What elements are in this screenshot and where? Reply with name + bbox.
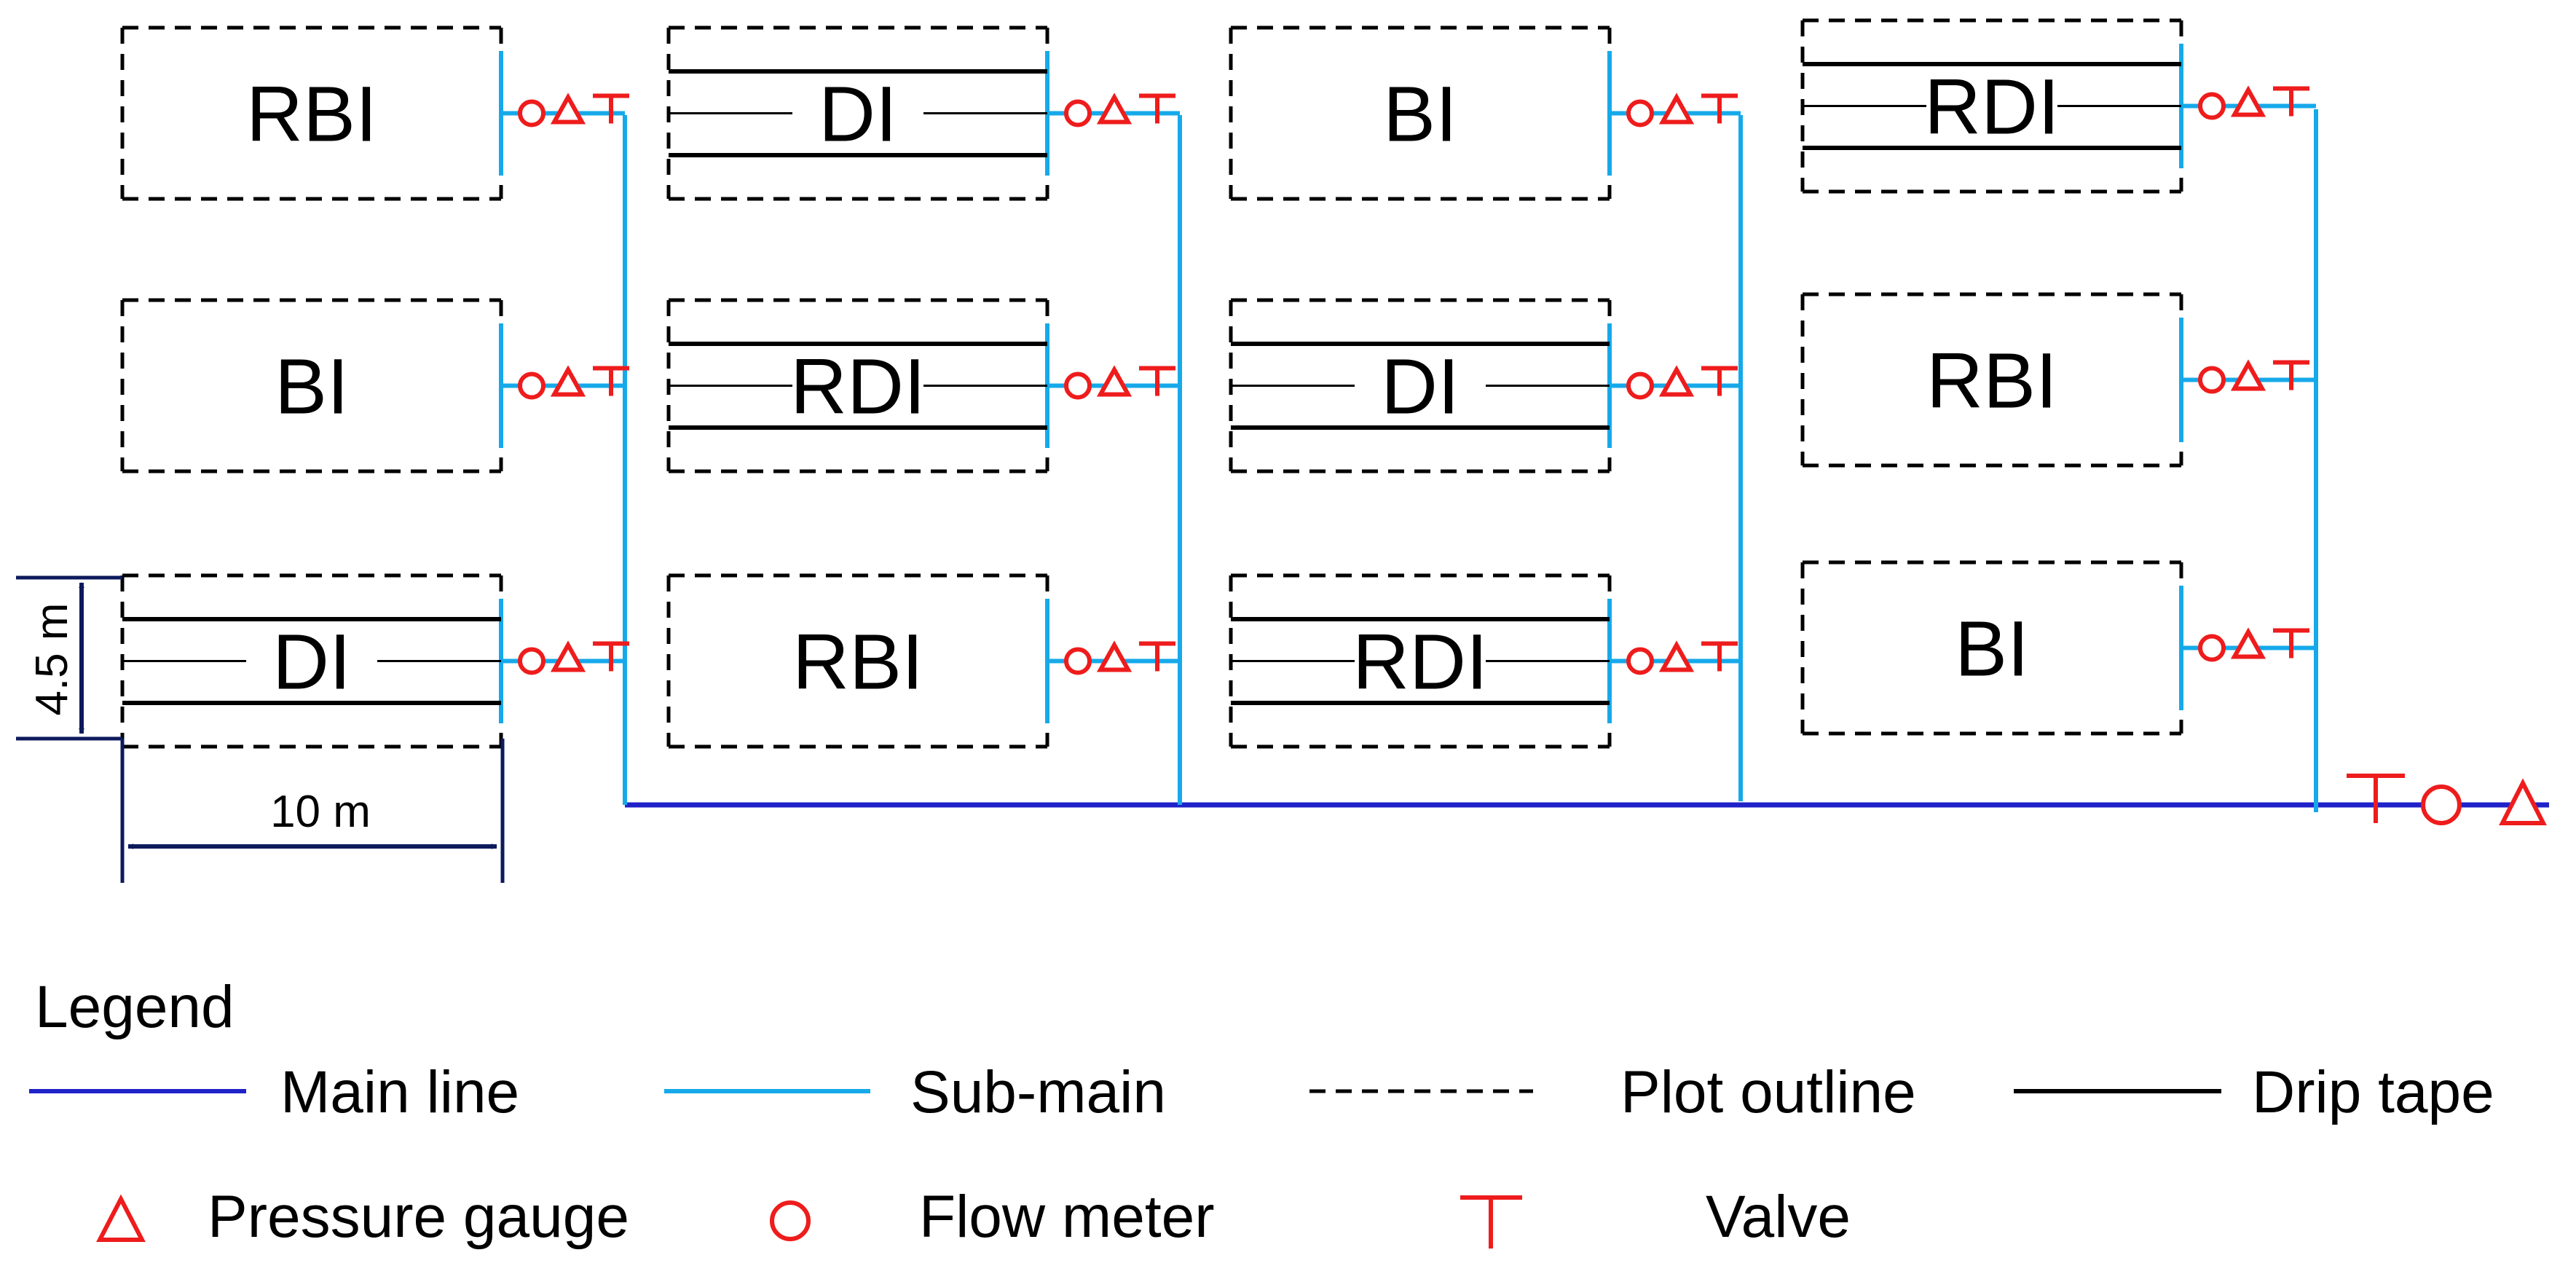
plot-lateral: [1610, 93, 1741, 127]
flow-meter-icon: [2198, 92, 2226, 120]
plot: RBI: [1800, 292, 2183, 468]
pressure-gauge-icon: [2230, 627, 2266, 659]
plot: BI: [1800, 560, 2183, 736]
plot-lateral: [1047, 640, 1180, 675]
pressure-gauge-icon: [550, 93, 586, 125]
plot-lateral: [2181, 359, 2316, 394]
pressure-gauge-icon: [550, 365, 586, 397]
legend-pressure-gauge-icon: [96, 1194, 146, 1242]
flow-meter-icon: [518, 371, 545, 400]
valve-icon: [593, 641, 629, 672]
dimension-width: [120, 739, 505, 883]
plot-label: RDI: [1924, 63, 2060, 151]
plot: RDI: [1229, 573, 1612, 749]
flow-meter-icon: [1626, 371, 1654, 400]
legend-sub-main-label: Sub-main: [910, 1059, 1166, 1125]
pressure-gauge-icon: [2230, 85, 2266, 117]
plot-label-backdrop: [792, 347, 923, 424]
plot-lateral: [501, 640, 629, 675]
valve-icon: [2273, 628, 2309, 658]
plot-lateral: [1610, 365, 1741, 400]
plot-label: DI: [272, 618, 351, 706]
dimension-width-label: 10 m: [270, 787, 371, 837]
pressure-gauge-icon: [550, 640, 586, 672]
valve-icon: [593, 93, 629, 124]
pressure-gauge-icon: [1658, 93, 1695, 125]
plot-label: RDI: [790, 342, 926, 430]
flow-meter-icon: [2198, 366, 2226, 394]
plot-label: RDI: [1352, 618, 1488, 706]
pressure-gauge-icon: [1096, 365, 1133, 397]
pressure-gauge-icon: [1658, 640, 1695, 672]
plot-lateral: [2181, 627, 2316, 662]
flow-meter-icon: [518, 647, 545, 675]
main-line-pressure-gauge-icon: [2499, 778, 2547, 825]
valve-icon: [1139, 93, 1175, 124]
flow-meter-icon: [1626, 99, 1654, 127]
legend-valve-icon: [1460, 1195, 1522, 1249]
legend-main-line-label: Main line: [280, 1059, 519, 1125]
plot-lateral: [1047, 365, 1180, 400]
valve-icon: [1139, 641, 1175, 672]
plot-lateral: [1047, 93, 1180, 127]
flow-meter-icon: [1064, 371, 1092, 400]
laterals-layer: [501, 85, 2316, 675]
pressure-gauge-icon: [1096, 93, 1133, 125]
flow-meter-icon: [518, 99, 545, 127]
plot: RDI: [666, 298, 1049, 473]
valve-icon: [2273, 86, 2309, 117]
legend-drip-tape-label: Drip tape: [2252, 1059, 2494, 1125]
flow-meter-icon: [1064, 647, 1092, 675]
plot-label: DI: [1381, 342, 1460, 430]
plot-label: RBI: [246, 70, 377, 158]
plot-lateral: [1610, 640, 1741, 675]
legend-valve-label: Valve: [1706, 1184, 1851, 1250]
valve-icon: [1701, 93, 1738, 124]
valve-icon: [1701, 366, 1738, 396]
valve-icon: [2273, 360, 2309, 390]
plot-lateral: [501, 93, 629, 127]
plot: DI: [1229, 298, 1612, 473]
plot-label-backdrop: [1926, 68, 2057, 144]
plot-label-backdrop: [246, 623, 377, 699]
legend-plot-outline-label: Plot outline: [1620, 1059, 1916, 1125]
plot-label: BI: [275, 342, 349, 430]
plot-label: DI: [819, 70, 897, 158]
main-line-flow-meter-icon: [2421, 785, 2462, 825]
main-line-valve-icon: [2347, 774, 2405, 823]
plot-label: RBI: [1926, 337, 2057, 425]
plot: BI: [120, 298, 503, 473]
valve-icon: [1701, 641, 1738, 672]
plot-label: BI: [1955, 605, 2029, 693]
legend-flow-meter-label: Flow meter: [919, 1184, 1215, 1250]
valve-icon: [593, 366, 629, 396]
plot-label: BI: [1383, 70, 1457, 158]
plot: DI: [120, 573, 503, 749]
plot: BI: [1229, 25, 1612, 201]
pressure-gauge-icon: [1096, 640, 1133, 672]
flow-meter-icon: [1626, 647, 1654, 675]
valve-icon: [1139, 366, 1175, 396]
plot-lateral: [501, 365, 629, 400]
pressure-gauge-icon: [1658, 365, 1695, 397]
plot-lateral: [2181, 85, 2316, 120]
plot: DI: [666, 25, 1049, 201]
plot: RBI: [120, 25, 503, 201]
plot: RBI: [666, 573, 1049, 749]
plot-label-backdrop: [1355, 347, 1486, 424]
plot: RDI: [1800, 18, 2183, 194]
dimension-height-label: 4.5 m: [27, 602, 77, 715]
pressure-gauge-icon: [2230, 359, 2266, 391]
plot-label-backdrop: [1355, 623, 1486, 699]
legend-flow-meter-icon: [770, 1200, 811, 1241]
flow-meter-icon: [2198, 634, 2226, 662]
plot-label: RBI: [792, 618, 923, 706]
plot-label-backdrop: [792, 75, 923, 152]
legend-title: Legend: [35, 974, 235, 1040]
dimension-height: [16, 575, 122, 741]
flow-meter-icon: [1064, 99, 1092, 127]
legend-pressure-gauge-label: Pressure gauge: [208, 1184, 629, 1250]
